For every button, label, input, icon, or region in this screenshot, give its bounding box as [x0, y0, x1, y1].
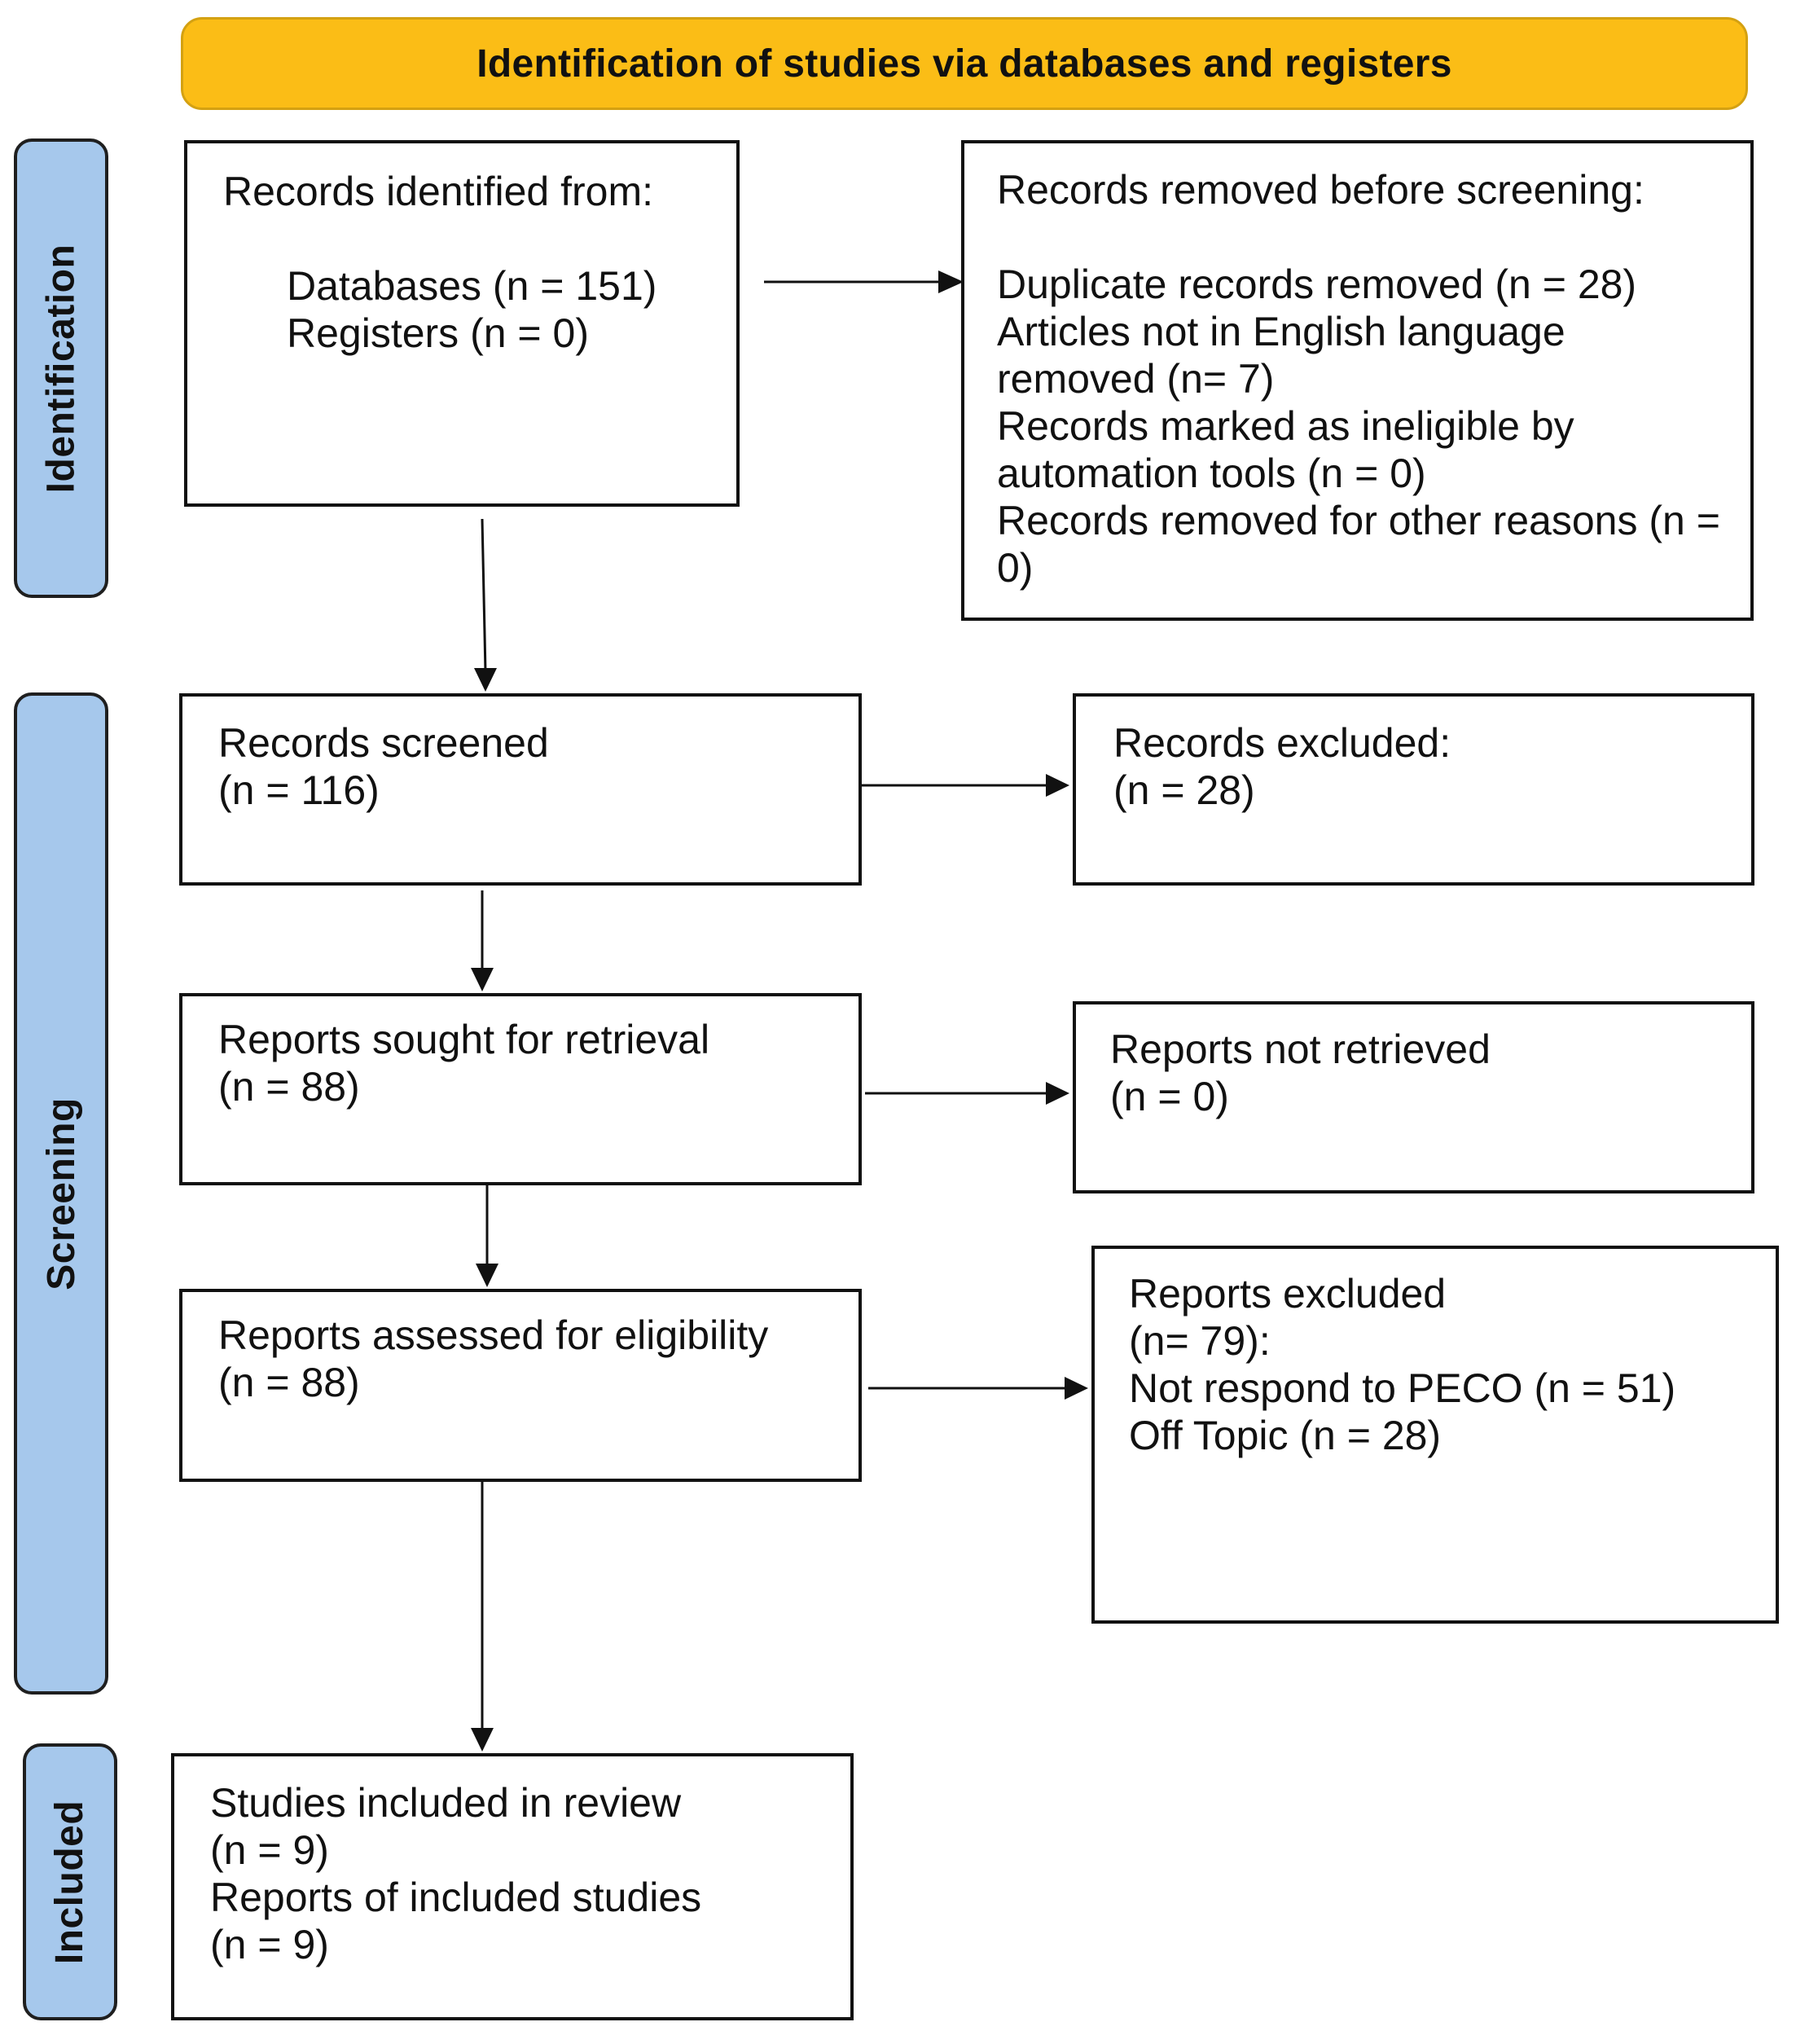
records-screened-count: (n = 116): [218, 767, 380, 813]
records-identified-title: Records identified from:: [223, 169, 654, 214]
records-removed-title: Records removed before screening:: [997, 167, 1645, 213]
reports-excluded-count: (n= 79):: [1129, 1318, 1271, 1364]
duplicates-removed: Duplicate records removed (n = 28): [997, 262, 1637, 307]
header-title: Identification of studies via databases …: [476, 42, 1452, 86]
arrow-identified-to-screened: [481, 518, 487, 673]
reports-excluded-title: Reports excluded: [1129, 1271, 1447, 1317]
other-reasons-removed: Records removed for other reasons (n = 0…: [997, 498, 1720, 591]
phase-identification: Identification: [14, 138, 108, 598]
header-banner: Identification of studies via databases …: [181, 17, 1748, 110]
records-identified-box: Records identified from: Databases (n = …: [184, 140, 740, 507]
records-excluded-box: Records excluded: (n = 28): [1073, 693, 1754, 886]
reports-not-retrieved-title: Reports not retrieved: [1110, 1026, 1491, 1072]
studies-included-title: Studies included in review: [210, 1780, 682, 1826]
records-screened-title: Records screened: [218, 720, 549, 766]
records-excluded-title: Records excluded:: [1113, 720, 1451, 766]
reports-assessed-count: (n = 88): [218, 1360, 360, 1405]
phase-screening: Screening: [14, 692, 108, 1695]
non-english-removed: Articles not in English language removed…: [997, 309, 1565, 402]
records-screened-box: Records screened (n = 116): [179, 693, 862, 886]
reports-assessed-title: Reports assessed for eligibility: [218, 1312, 769, 1358]
phase-included: Included: [23, 1743, 117, 2020]
reports-excluded-box: Reports excluded (n= 79): Not respond to…: [1091, 1246, 1779, 1624]
studies-included-count: (n = 9): [210, 1827, 329, 1873]
records-removed-box: Records removed before screening: Duplic…: [961, 140, 1754, 621]
off-topic-excluded: Off Topic (n = 28): [1129, 1413, 1442, 1458]
reports-not-retrieved-count: (n = 0): [1110, 1074, 1229, 1119]
registers-count: Registers (n = 0): [287, 310, 589, 356]
reports-not-retrieved-box: Reports not retrieved (n = 0): [1073, 1001, 1754, 1193]
studies-included-box: Studies included in review (n = 9) Repor…: [171, 1753, 854, 2020]
reports-included-title: Reports of included studies: [210, 1875, 702, 1920]
reports-sought-title: Reports sought for retrieval: [218, 1017, 710, 1062]
peco-excluded: Not respond to PECO (n = 51): [1129, 1365, 1676, 1411]
reports-included-count: (n = 9): [210, 1922, 329, 1967]
databases-count: Databases (n = 151): [287, 263, 657, 309]
reports-sought-box: Reports sought for retrieval (n = 88): [179, 993, 862, 1185]
records-excluded-count: (n = 28): [1113, 767, 1255, 813]
reports-assessed-box: Reports assessed for eligibility (n = 88…: [179, 1289, 862, 1482]
reports-sought-count: (n = 88): [218, 1064, 360, 1110]
automation-ineligible: Records marked as ineligible by automati…: [997, 403, 1574, 496]
